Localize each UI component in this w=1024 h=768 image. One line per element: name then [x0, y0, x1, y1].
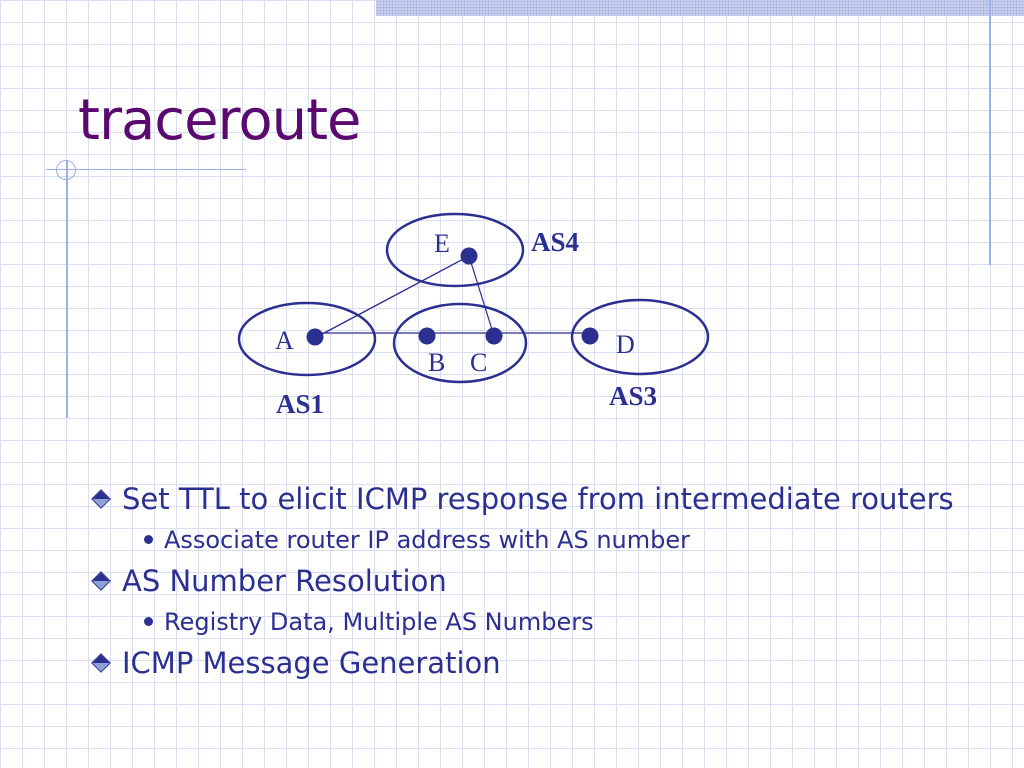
bullet-item: ICMP Message Generation [90, 644, 1010, 686]
slide-title: traceroute [78, 88, 361, 153]
bullet-text: Set TTL to elicit ICMP response from int… [122, 482, 954, 516]
sub-bullet-text: Associate router IP address with AS numb… [164, 526, 690, 554]
node-label-b: B [428, 348, 445, 377]
as-label-as4: AS4 [531, 227, 579, 257]
bullet-text: AS Number Resolution [122, 564, 447, 598]
bullet-list: Set TTL to elicit ICMP response from int… [90, 480, 1010, 686]
dot-bullet-icon [144, 535, 153, 544]
dot-bullet-icon [144, 617, 153, 626]
as3-ellipse [570, 298, 710, 376]
link-e-c [468, 255, 495, 337]
router-a [306, 328, 324, 346]
as1-ellipse [237, 301, 377, 377]
as-bc-ellipse [392, 302, 528, 384]
router-b [418, 327, 436, 345]
node-label-d: D [616, 330, 635, 359]
top-decorative-band [376, 0, 1024, 16]
node-label-e: E [434, 229, 450, 258]
router-e [460, 247, 478, 265]
diamond-bullet-icon [91, 571, 111, 591]
left-decorative-line [66, 160, 68, 418]
bullet-text: ICMP Message Generation [122, 646, 501, 680]
title-underline [46, 169, 246, 170]
right-decorative-line [989, 0, 991, 265]
bullet-item: Set TTL to elicit ICMP response from int… [90, 480, 1010, 522]
as4-ellipse [385, 212, 525, 288]
node-label-a: A [275, 326, 294, 355]
corner-circle-ornament [56, 160, 76, 180]
sub-bullet-item: Associate router IP address with AS numb… [90, 522, 1010, 562]
diamond-bullet-icon [91, 489, 111, 509]
router-d [581, 327, 599, 345]
sub-bullet-item: Registry Data, Multiple AS Numbers [90, 604, 1010, 644]
link-e-a-upper [321, 255, 470, 335]
as-label-as3: AS3 [609, 381, 657, 411]
router-c [485, 327, 503, 345]
sub-bullet-text: Registry Data, Multiple AS Numbers [164, 608, 594, 636]
diamond-bullet-icon [91, 653, 111, 673]
node-label-c: C [470, 348, 487, 377]
as-label-as1: AS1 [276, 389, 324, 419]
bullet-item: AS Number Resolution [90, 562, 1010, 604]
